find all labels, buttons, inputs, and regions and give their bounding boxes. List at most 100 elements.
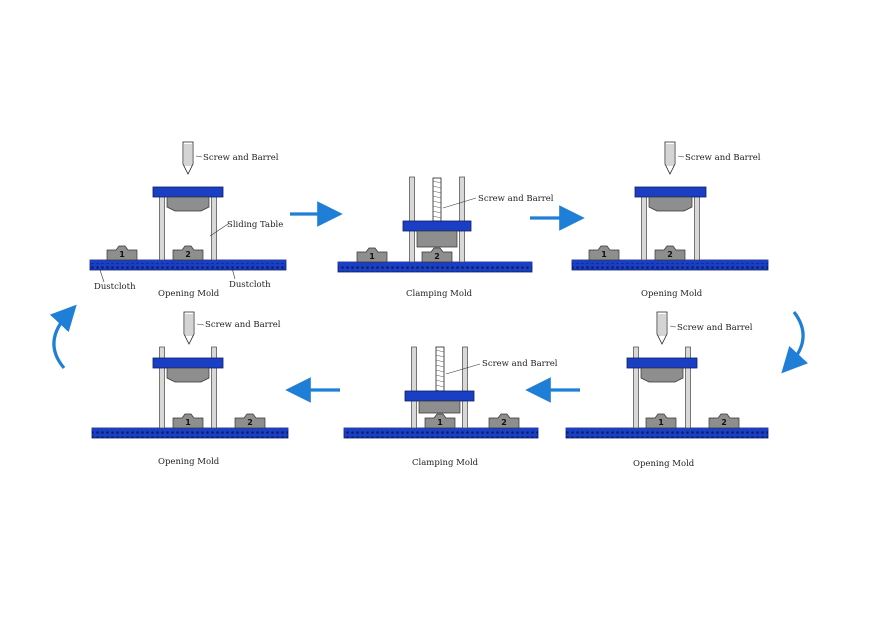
mold-number-label: 2 bbox=[721, 418, 727, 427]
moving-platen bbox=[402, 220, 472, 232]
leader-line bbox=[445, 363, 481, 375]
screw-thread bbox=[435, 364, 445, 368]
mold-number-label: 2 bbox=[434, 252, 440, 261]
mold-number-label: 1 bbox=[601, 250, 607, 259]
tie-bar bbox=[211, 187, 217, 261]
tie-bar bbox=[685, 346, 691, 429]
moving-platen bbox=[634, 186, 707, 198]
mold-number-label: 1 bbox=[437, 418, 443, 427]
leader-line bbox=[231, 267, 236, 280]
upper-mold-half bbox=[640, 367, 684, 383]
upper-mold-half bbox=[416, 230, 458, 248]
screw-and-barrel-label: Screw and Barrel bbox=[685, 153, 761, 163]
screw-and-barrel bbox=[182, 141, 194, 175]
screw-and-barrel-label: Screw and Barrel bbox=[205, 320, 281, 330]
screw-and-barrel bbox=[435, 346, 445, 392]
tie-bar bbox=[459, 176, 465, 263]
screw-thread bbox=[432, 180, 442, 184]
leader-line bbox=[442, 197, 477, 209]
sliding-table-surface bbox=[572, 260, 768, 263]
screw-thread bbox=[432, 185, 442, 189]
screw-thread bbox=[435, 369, 445, 373]
moving-platen bbox=[152, 357, 224, 369]
sliding-table-surface bbox=[338, 262, 532, 265]
lower-mold-2 bbox=[654, 245, 686, 261]
tie-bar bbox=[633, 346, 639, 429]
leader-line bbox=[196, 323, 205, 326]
screw-and-barrel bbox=[664, 141, 676, 175]
lower-mold-2 bbox=[488, 413, 520, 429]
screw-and-barrel-label: Screw and Barrel bbox=[478, 194, 554, 204]
lower-mold-1 bbox=[356, 247, 388, 263]
screw-and-barrel-label: Screw and Barrel bbox=[482, 359, 558, 369]
leader-line bbox=[195, 155, 203, 158]
lower-mold-2 bbox=[421, 247, 453, 263]
screw-thread bbox=[435, 349, 445, 353]
stage-caption: Clamping Mold bbox=[412, 458, 479, 468]
curved-arrow-up-icon bbox=[49, 304, 77, 370]
mold-number-label: 2 bbox=[185, 250, 191, 259]
upper-mold-half bbox=[166, 367, 210, 383]
tie-bar bbox=[211, 346, 217, 429]
stage-caption: Opening Mold bbox=[158, 289, 220, 299]
stage-caption: Opening Mold bbox=[633, 459, 695, 469]
tie-bar bbox=[409, 176, 415, 263]
dustcloth-label: Dustcloth bbox=[229, 280, 271, 290]
mold-number-label: 1 bbox=[185, 418, 191, 427]
curved-arrow-down-icon bbox=[781, 311, 809, 374]
tie-bar bbox=[641, 187, 647, 261]
upper-mold-half bbox=[166, 196, 210, 212]
leader-line bbox=[669, 325, 677, 328]
tie-bar bbox=[694, 187, 700, 261]
lower-mold-1 bbox=[588, 245, 620, 261]
mold-number-label: 1 bbox=[119, 250, 125, 259]
mold-number-label: 1 bbox=[658, 418, 664, 427]
leader-line bbox=[99, 269, 105, 283]
tie-bar bbox=[159, 346, 165, 429]
sliding-table-label: Sliding Table bbox=[227, 220, 284, 230]
upper-mold-half bbox=[418, 400, 461, 414]
screw-and-barrel bbox=[656, 311, 668, 345]
lower-mold-1 bbox=[645, 413, 677, 429]
screw-thread bbox=[432, 205, 442, 209]
screw-thread bbox=[432, 210, 442, 214]
mold-number-label: 2 bbox=[667, 250, 673, 259]
lower-mold-1 bbox=[424, 413, 456, 429]
leader-line bbox=[209, 223, 229, 237]
sliding-table-surface bbox=[92, 428, 288, 431]
lower-mold-2 bbox=[172, 245, 204, 261]
screw-thread bbox=[435, 374, 445, 378]
screw-thread bbox=[432, 195, 442, 199]
tie-bar bbox=[411, 346, 417, 429]
stage-caption: Clamping Mold bbox=[406, 289, 473, 299]
sliding-table-surface bbox=[344, 428, 538, 431]
sliding-table-surface bbox=[90, 260, 286, 263]
screw-thread bbox=[435, 354, 445, 358]
screw-and-barrel bbox=[183, 311, 195, 345]
lower-mold-1 bbox=[172, 413, 204, 429]
moving-platen bbox=[152, 186, 224, 198]
stage-caption: Opening Mold bbox=[641, 289, 703, 299]
screw-and-barrel-label: Screw and Barrel bbox=[203, 153, 279, 163]
mold-number-label: 1 bbox=[369, 252, 375, 261]
dustcloth-label: Dustcloth bbox=[94, 282, 136, 292]
upper-mold-half bbox=[648, 196, 693, 212]
stage-caption: Opening Mold bbox=[158, 457, 220, 467]
screw-thread bbox=[432, 215, 442, 219]
leader-line bbox=[677, 155, 685, 158]
screw-thread bbox=[435, 359, 445, 363]
sliding-table-surface bbox=[566, 428, 768, 431]
screw-thread bbox=[435, 379, 445, 383]
screw-thread bbox=[432, 190, 442, 194]
screw-and-barrel-label: Screw and Barrel bbox=[677, 323, 753, 333]
screw-thread bbox=[435, 384, 445, 388]
moving-platen bbox=[626, 357, 698, 369]
tie-bar bbox=[462, 346, 468, 429]
lower-mold-2 bbox=[708, 413, 740, 429]
